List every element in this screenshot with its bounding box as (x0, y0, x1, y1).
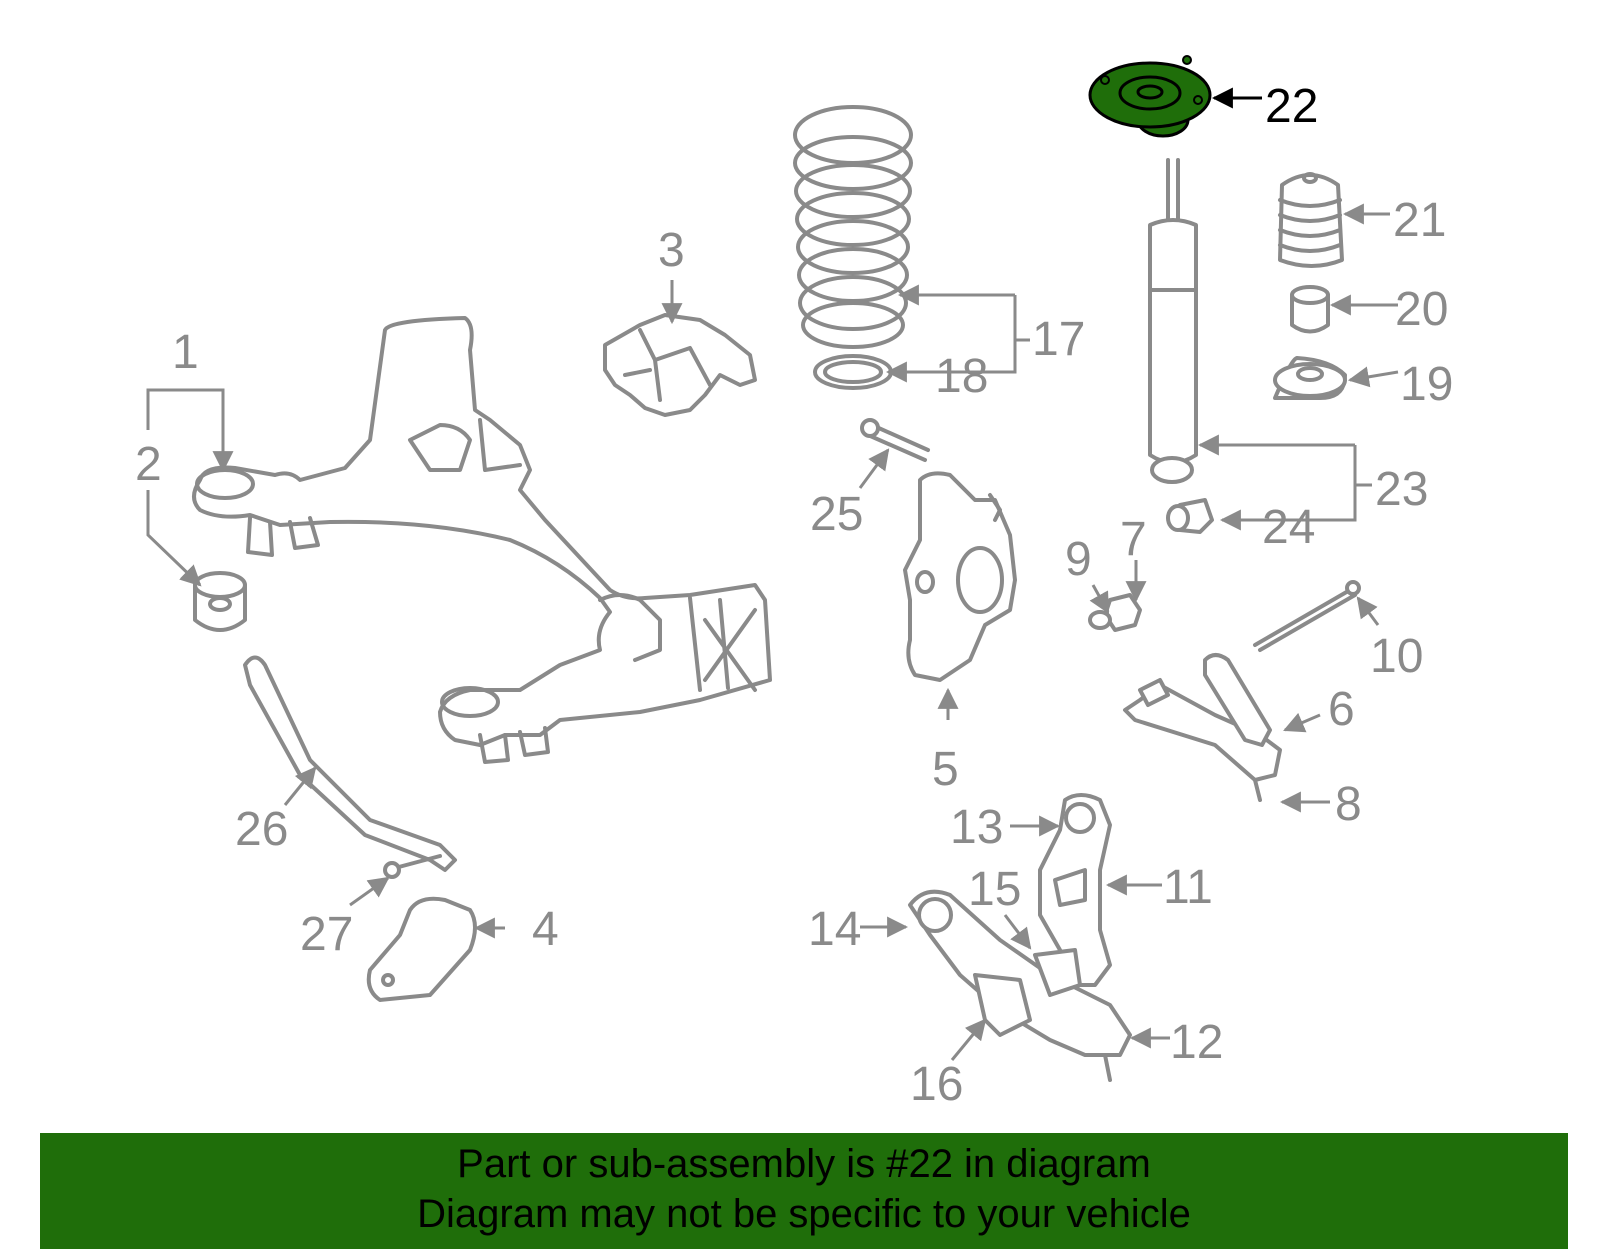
strut-mount-hole (1136, 84, 1164, 100)
shock-bushing-part (1166, 498, 1214, 534)
stabilizer-link-part (243, 655, 457, 872)
callout-6: 6 (1328, 683, 1355, 736)
callout-23: 23 (1375, 463, 1428, 516)
callout-21: 21 (1393, 194, 1446, 247)
callout-11: 11 (1163, 861, 1213, 914)
callout-3: 3 (658, 224, 685, 277)
bump-cup-part (1273, 356, 1347, 400)
strut-mount-stud (1193, 95, 1203, 105)
callout-17: 17 (1032, 313, 1085, 366)
coil-spring-part (793, 105, 913, 349)
callout-12: 12 (1170, 1016, 1223, 1069)
callout-14: 14 (808, 903, 861, 956)
bushing-part (193, 571, 247, 632)
lower-link-part (1038, 793, 1112, 987)
dust-boot-part (1278, 172, 1344, 268)
callout-27: 27 (300, 908, 353, 961)
callout-25: 25 (810, 488, 863, 541)
callout-4: 4 (532, 903, 559, 956)
short-bolt-part (860, 418, 930, 462)
callout-18: 18 (935, 350, 988, 403)
callout-1: 1 (172, 326, 199, 379)
link-bolt-part (383, 854, 442, 879)
callout-24: 24 (1262, 501, 1315, 554)
callout-22[interactable]: 22 (1265, 80, 1318, 133)
small-bushing-part (1088, 593, 1142, 632)
engine-mount-part (603, 313, 757, 417)
callout-8: 8 (1335, 778, 1362, 831)
callout-16: 16 (910, 1058, 963, 1111)
callout-20: 20 (1395, 283, 1448, 336)
strut-mount-stud (1182, 55, 1192, 65)
callout-2: 2 (135, 438, 162, 491)
callout-26: 26 (235, 803, 288, 856)
bump-stop-part (1290, 285, 1330, 334)
callout-5: 5 (932, 743, 959, 796)
callout-7: 7 (1120, 513, 1147, 566)
callout-9: 9 (1065, 533, 1092, 586)
banner-line-part-number: Part or sub-assembly is #22 in diagram (457, 1142, 1151, 1186)
cover-plate-part (366, 896, 477, 1002)
leader-lines (146, 87, 1399, 1061)
strut-mount-highlighted-part[interactable] (1088, 55, 1212, 138)
subframe-part (192, 316, 772, 764)
strut-mount-stud (1100, 75, 1110, 85)
callout-19: 19 (1400, 358, 1453, 411)
banner-line-disclaimer: Diagram may not be specific to your vehi… (417, 1192, 1191, 1236)
lower-control-arm-part (908, 889, 1132, 1082)
steering-knuckle-part (903, 471, 1017, 682)
suspension-parts-diagram: 1 2 3 4 5 6 7 8 9 10 11 12 13 14 15 16 1… (135, 55, 1453, 1111)
shock-absorber-part (1148, 158, 1198, 484)
callout-13: 13 (950, 801, 1003, 854)
callout-10: 10 (1370, 630, 1423, 683)
long-bolt-part (1253, 580, 1361, 652)
info-banner: Part or sub-assembly is #22 in diagram D… (40, 1133, 1568, 1249)
spring-seat-part (813, 354, 893, 390)
callout-15: 15 (968, 863, 1021, 916)
upper-control-arm-part (1123, 653, 1282, 802)
